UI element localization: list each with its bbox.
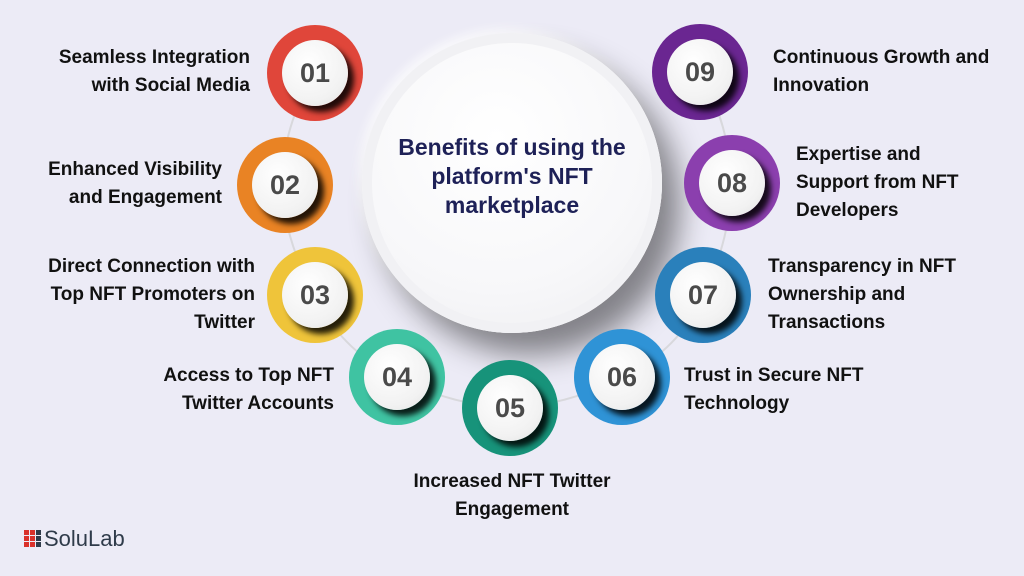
- label-05: Increased NFT Twitter Engagement: [413, 471, 611, 520]
- label-04: Access to Top NFT Twitter Accounts: [163, 365, 334, 414]
- badge-number: 07: [687, 279, 719, 310]
- label-03: Direct Connection with Top NFT Promoters…: [48, 256, 255, 333]
- solulab-logo-icon: [24, 530, 41, 548]
- badge-02: 02: [237, 137, 333, 233]
- badge-03: 03: [267, 247, 363, 343]
- label-09: Continuous Growth and Innovation: [773, 47, 990, 96]
- badge-05: 05: [462, 360, 558, 456]
- badge-07: 07: [655, 247, 751, 343]
- label-06: Trust in Secure NFT Technology: [684, 365, 864, 414]
- hub-title: Benefits of using the platform's NFT mar…: [398, 134, 626, 218]
- badge-number: 04: [381, 361, 413, 392]
- center-hub: Benefits of using the platform's NFT mar…: [362, 33, 662, 333]
- label-07: Transparency in NFT Ownership and Transa…: [768, 256, 956, 333]
- badge-08: 08: [684, 135, 780, 231]
- badge-number: 02: [269, 169, 301, 200]
- badge-06: 06: [574, 329, 670, 425]
- badge-number: 09: [684, 56, 716, 87]
- solulab-logo: SoluLab: [24, 526, 125, 552]
- label-08: Expertise and Support from NFT Developer…: [796, 144, 959, 221]
- badge-number: 08: [716, 167, 748, 198]
- badge-number: 05: [494, 392, 526, 423]
- badge-01: 01: [267, 25, 363, 121]
- badge-number: 06: [606, 361, 638, 392]
- badge-number: 03: [299, 279, 331, 310]
- label-01: Seamless Integration with Social Media: [58, 47, 250, 96]
- badge-04: 04: [349, 329, 445, 425]
- badge-09: 09: [652, 24, 748, 120]
- label-02: Enhanced Visibility and Engagement: [48, 159, 222, 208]
- badge-number: 01: [299, 57, 331, 88]
- logo-text: SoluLab: [44, 526, 125, 551]
